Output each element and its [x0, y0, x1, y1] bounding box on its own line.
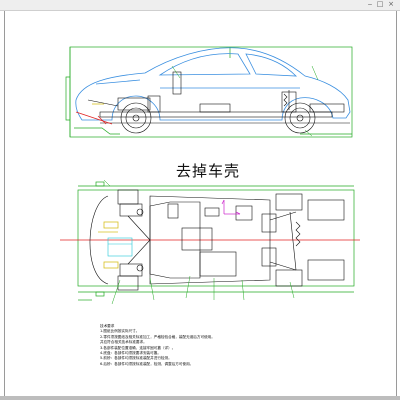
chassis-parts [87, 71, 350, 134]
plan-cyan-unit [107, 237, 133, 257]
side-view [65, 46, 353, 138]
title-bar: ‒ □ × [0, 0, 400, 11]
notes-line: 3.各部件装配位置准确，连接牢固可靠（详）。 [100, 345, 176, 350]
minimize-icon[interactable]: ‒ [367, 0, 373, 8]
side-view-frame [65, 46, 353, 138]
plan-view-frame [77, 181, 355, 301]
plan-view [60, 179, 360, 305]
car-body-outline [75, 47, 351, 121]
side-view-leaders [171, 65, 319, 137]
notes-line: 5.前桥：各部件均须按标准装配并进行检测。 [100, 356, 172, 361]
notes-line: 1.图纸比例按实际尺寸。 [100, 329, 140, 334]
notes-title: 技术要求 [100, 324, 115, 328]
drawing-heading: 去掉车壳 [176, 162, 241, 180]
notes-line: 并应符合相关技术标准要求。 [100, 340, 147, 345]
plan-yellow-parts [98, 221, 119, 269]
drawing-canvas[interactable] [4, 11, 397, 396]
notes-line: 2.零件须按图纸及相关标准加工，严格检验合格，装配无误后方可使用。 [100, 334, 215, 339]
bottom-border [0, 396, 400, 400]
close-icon[interactable]: × [388, 0, 394, 8]
plan-leaders [103, 179, 295, 305]
plan-axis-marker [221, 199, 241, 215]
technical-notes: 技术要求 1.图纸比例按实际尺寸。 2.零件须按图纸及相关标准加工，严格检验合格… [100, 324, 340, 367]
side-view-red-marks [75, 111, 113, 125]
maximize-icon[interactable]: □ [376, 0, 384, 8]
notes-line: 4.底盘：各部件均须按要求安装可靠。 [100, 351, 161, 356]
plan-chassis-parts [89, 189, 345, 291]
notes-line: 6.后桥：各部件均须按标准装配，检测、调整后方可使用。 [100, 361, 194, 366]
